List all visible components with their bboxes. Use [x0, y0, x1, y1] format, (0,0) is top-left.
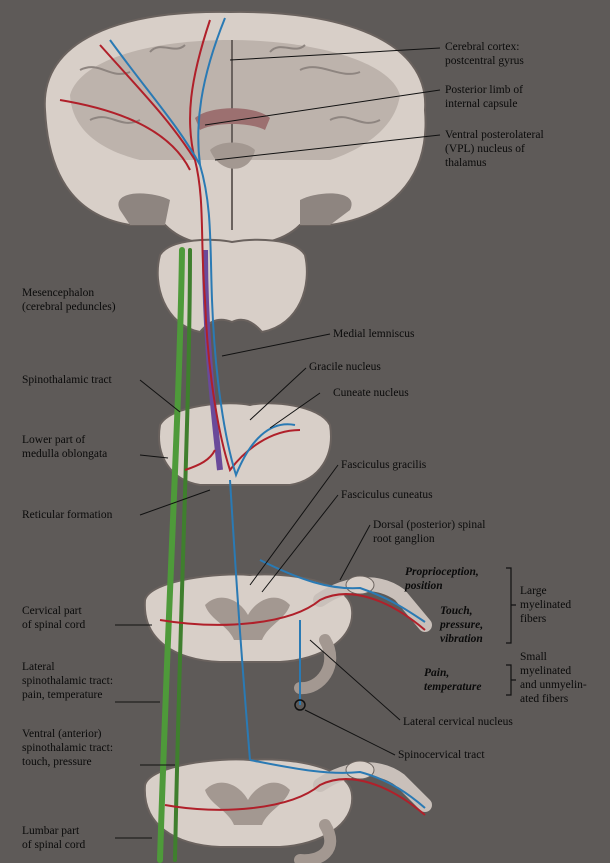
label-dorsal-root-ganglion: Dorsal (posterior) spinal root ganglion [373, 518, 485, 546]
label-large-fibers: Large myelinated fibers [520, 584, 571, 626]
label-mesencephalon: Mesencephalon (cerebral peduncles) [22, 286, 116, 314]
label-lower-medulla: Lower part of medulla oblongata [22, 433, 107, 461]
label-cuneate-nucleus: Cuneate nucleus [333, 386, 409, 400]
label-cervical-cord: Cervical part of spinal cord [22, 604, 85, 632]
label-touch: Touch, pressure, vibration [440, 604, 483, 646]
label-proprioception: Proprioception, position [405, 565, 479, 593]
label-lumbar-cord: Lumbar part of spinal cord [22, 824, 85, 852]
label-ventral-spinothalamic: Ventral (anterior) spinothalamic tract: … [22, 727, 113, 769]
label-lateral-spinothalamic: Lateral spinothalamic tract: pain, tempe… [22, 660, 113, 702]
brackets [506, 568, 516, 695]
label-pain-temperature: Pain, temperature [424, 666, 482, 694]
label-cerebral-cortex: Cerebral cortex: postcentral gyrus [445, 40, 524, 68]
label-spinocervical-tract: Spinocervical tract [398, 748, 485, 762]
label-fasciculus-gracilis: Fasciculus gracilis [341, 458, 426, 472]
cervical-cord-section [145, 574, 352, 662]
label-vpl-nucleus: Ventral posterolateral (VPL) nucleus of … [445, 128, 544, 170]
label-lateral-cervical-nucleus: Lateral cervical nucleus [403, 715, 513, 729]
label-fasciculus-cuneatus: Fasciculus cuneatus [341, 488, 433, 502]
label-internal-capsule: Posterior limb of internal capsule [445, 83, 523, 111]
label-reticular-formation: Reticular formation [22, 508, 112, 522]
label-gracile-nucleus: Gracile nucleus [309, 360, 381, 374]
label-small-fibers: Small myelinated and unmyelin- ated fibe… [520, 650, 587, 706]
label-medial-lemniscus: Medial lemniscus [333, 327, 414, 341]
label-spinothalamic-tract: Spinothalamic tract [22, 373, 112, 387]
